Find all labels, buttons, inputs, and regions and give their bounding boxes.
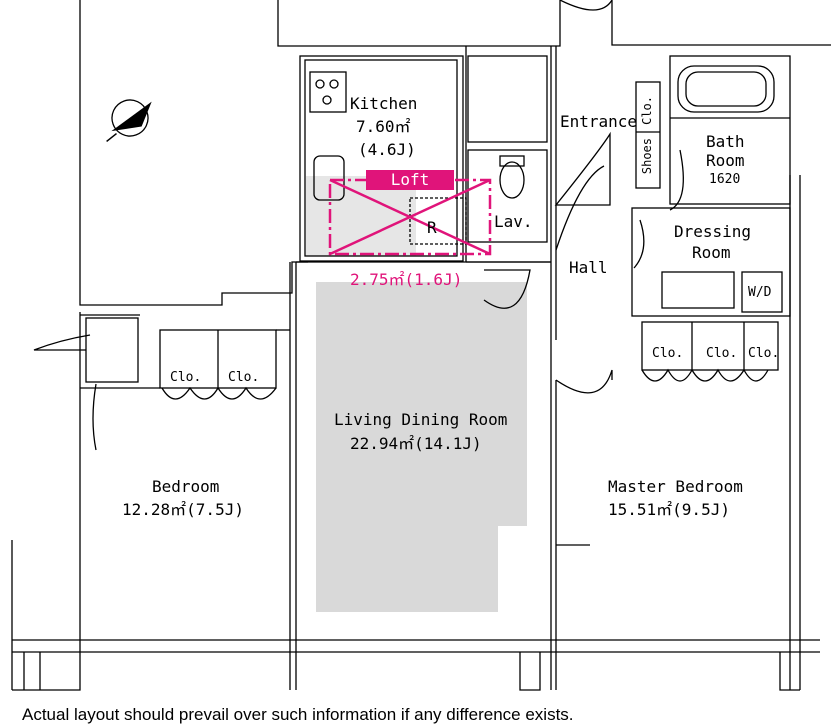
- master-area: 15.51㎡(9.5J): [608, 500, 730, 519]
- living-area: 22.94㎡(14.1J): [350, 434, 482, 453]
- washer-dryer-label: W/D: [748, 285, 772, 300]
- bath-size: 1620: [709, 172, 741, 187]
- footer-note: Actual layout should prevail over such i…: [22, 705, 574, 724]
- bath-name-line1: Bath: [706, 132, 745, 151]
- bedroom-name: Bedroom: [152, 477, 220, 496]
- loft-area: 2.75㎡(1.6J): [350, 270, 463, 289]
- hall-label: Hall: [569, 258, 608, 277]
- outer-wall-top: [79, 0, 308, 306]
- door-swing-icon: [554, 131, 611, 206]
- dressing-name-line1: Dressing: [674, 222, 752, 241]
- outer-wall-left: [12, 312, 81, 691]
- master-name: Master Bedroom: [608, 477, 743, 496]
- kitchen-area: 7.60㎡: [356, 117, 411, 136]
- north-compass-icon: [106, 99, 152, 143]
- living-floor: [316, 282, 527, 612]
- bedroom-closet-label: Clo.: [170, 370, 202, 385]
- refrigerator-label: R: [427, 218, 437, 237]
- bath-name-line2: Room: [706, 151, 745, 170]
- bedroom-closet-label: Clo.: [228, 370, 260, 385]
- master-closet-label: Clo.: [706, 346, 738, 361]
- kitchen-jo: (4.6J): [358, 140, 416, 159]
- stove-icon: [309, 71, 347, 113]
- floor-plan: [11, 0, 831, 691]
- loft-label: Loft: [366, 170, 454, 190]
- dressing-name-line2: Room: [692, 243, 731, 262]
- toilet-icon: [499, 161, 525, 199]
- entrance-closet-label: Clo.: [640, 96, 654, 125]
- entrance-label: Entrance: [560, 112, 638, 131]
- master-closet-label: Clo.: [652, 346, 684, 361]
- living-name: Living Dining Room: [334, 410, 508, 429]
- shoes-label: Shoes: [640, 138, 654, 175]
- kitchen-name: Kitchen: [350, 94, 418, 113]
- bedroom-area: 12.28㎡(7.5J): [122, 500, 244, 519]
- lavatory-label: Lav.: [494, 212, 533, 231]
- sink-icon: [313, 155, 345, 201]
- master-closet-label: Clo.: [748, 346, 780, 361]
